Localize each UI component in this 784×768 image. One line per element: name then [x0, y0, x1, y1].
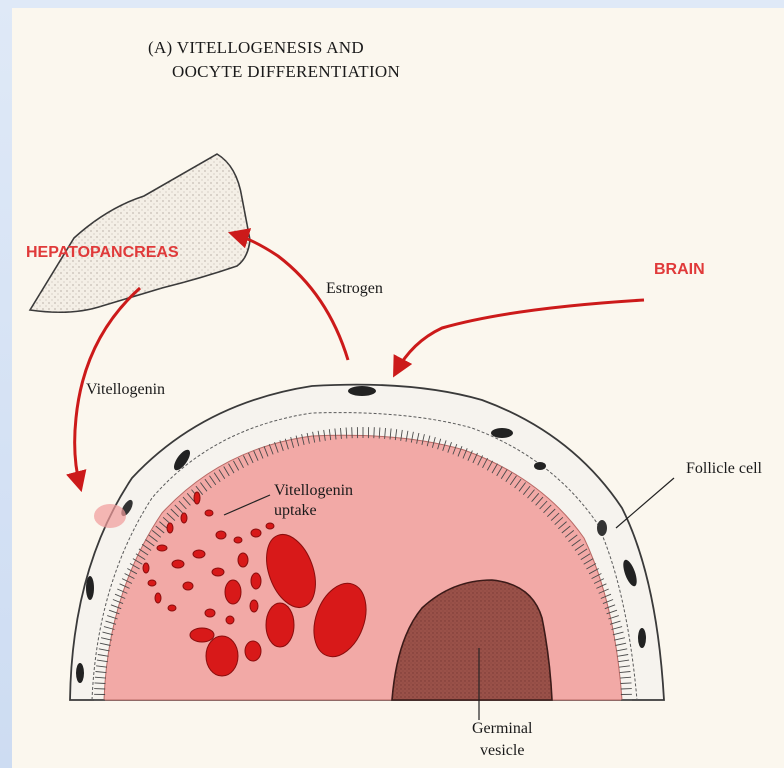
brain-arrow	[396, 300, 644, 372]
yolk-droplet	[205, 510, 213, 516]
follicle-nucleus	[86, 576, 94, 600]
yolk-droplet	[194, 492, 200, 504]
yolk-droplet	[193, 550, 205, 558]
follicle-nucleus	[491, 428, 513, 438]
yolk-droplet	[155, 593, 161, 603]
follicle-cell-label: Follicle cell	[686, 460, 762, 478]
follicle-nucleus	[348, 386, 376, 396]
yolk-droplet	[216, 531, 226, 539]
germinal-vesicle-label-line1: Germinal	[472, 720, 532, 738]
brain-label: BRAIN	[654, 261, 705, 279]
yolk-droplet	[148, 580, 156, 586]
figure-title-line2: OOCYTE DIFFERENTIATION	[172, 60, 400, 83]
yolk-droplet	[234, 537, 242, 543]
yolk-droplet	[157, 545, 167, 551]
hepatopancreas-label: HEPATOPANCREAS	[26, 244, 179, 262]
germinal-vesicle-label-line2: vesicle	[480, 742, 524, 760]
vitellogenin-label: Vitellogenin	[86, 381, 165, 399]
vitellogenin-uptake-label-line1: Vitellogenin	[274, 482, 353, 500]
figure-panel: (A) VITELLOGENESIS AND OOCYTE DIFFERENTI…	[12, 8, 784, 768]
yolk-droplet	[266, 523, 274, 529]
vitellogenin-patch	[94, 504, 126, 528]
yolk-droplet	[167, 523, 173, 533]
yolk-droplet	[181, 513, 187, 523]
yolk-droplet	[168, 605, 176, 611]
yolk-droplet	[226, 616, 234, 624]
yolk-droplet	[205, 609, 215, 617]
yolk-droplet	[172, 560, 184, 568]
follicle-nucleus	[534, 462, 546, 470]
follicle-nucleus	[76, 663, 84, 683]
follicle-nucleus	[597, 520, 607, 536]
yolk-droplet	[143, 563, 149, 573]
estrogen-label: Estrogen	[326, 280, 383, 298]
yolk-droplet	[238, 553, 248, 567]
yolk-droplet	[251, 529, 261, 537]
yolk-platelet	[266, 603, 294, 647]
yolk-droplet	[212, 568, 224, 576]
yolk-platelet	[225, 580, 241, 604]
follicle-nucleus	[638, 628, 646, 648]
vitellogenin-uptake-label-line2: uptake	[274, 502, 317, 520]
yolk-platelet	[190, 628, 214, 642]
yolk-platelet	[245, 641, 261, 661]
yolk-droplet	[250, 600, 258, 612]
follicle-pointer-line	[616, 478, 674, 528]
yolk-platelet	[206, 636, 238, 676]
yolk-droplet	[183, 582, 193, 590]
yolk-droplet	[251, 573, 261, 589]
figure-title-line1: (A) VITELLOGENESIS AND	[148, 36, 364, 59]
